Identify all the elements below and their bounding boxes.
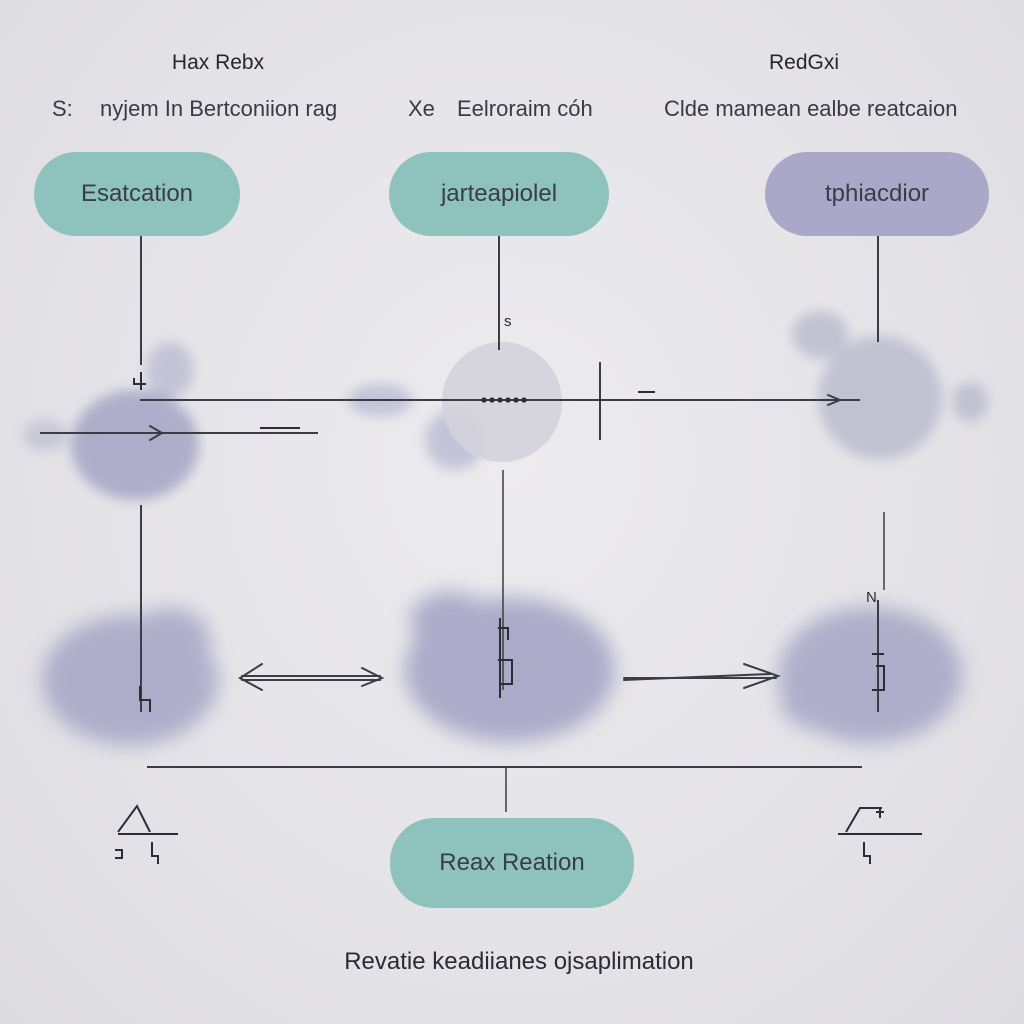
right-arrow	[623, 663, 782, 689]
left-small-glyph	[115, 849, 123, 859]
middle-node-circle	[442, 342, 562, 462]
right-small-glyph	[863, 842, 871, 864]
corner-symbols	[115, 804, 922, 864]
pill-bottom: Reax Reation	[390, 818, 634, 908]
pill-middle-label: jarteapiolel	[440, 180, 558, 207]
cloud-lower-right	[778, 607, 962, 743]
right-plus-glyph	[876, 808, 884, 818]
glyph-left-upper	[133, 372, 146, 390]
glyph-marks	[133, 372, 885, 712]
right-heading: RedGxi	[768, 51, 840, 74]
left-small-glyph-b	[151, 842, 159, 864]
left-triangle-symbol	[117, 804, 151, 833]
diagram-caption: Revatie keadiianes ojsaplimation	[344, 948, 694, 975]
middle-node-dots	[481, 397, 527, 403]
middle-subtitle: Eelroraim cóh	[457, 96, 593, 121]
right-subtitle: Clde mamean ealbe reatcaion	[664, 96, 958, 121]
left-subtitle-prefix: S:	[52, 96, 73, 121]
right-angle-symbol	[845, 807, 882, 833]
pill-middle: jarteapiolel	[389, 152, 609, 236]
middle-subtitle-prefix: Xe	[408, 96, 435, 121]
right-n-mark: N	[866, 589, 877, 606]
glyph-left-lower	[139, 686, 151, 712]
arrowhead-left-horizontal	[149, 425, 164, 441]
pill-right-label: tphiacdior	[824, 180, 930, 207]
cloud-lower-middle	[405, 592, 615, 742]
cloud-upper-right	[792, 311, 988, 460]
pill-bottom-label: Reax Reation	[439, 849, 585, 876]
arrowhead-upper-right	[827, 394, 843, 406]
cloud-upper-left	[23, 342, 199, 500]
double-arrow	[238, 663, 385, 691]
middle-s-mark: s	[504, 313, 512, 330]
pill-left: Esatcation	[34, 152, 240, 236]
pill-left-label: Esatcation	[80, 180, 194, 207]
glyph-middle-lower	[498, 618, 513, 698]
arrowheads	[149, 394, 843, 441]
left-heading: Hax Rebx	[171, 51, 265, 74]
cloud-lower-left	[42, 608, 218, 745]
glyph-right-lower	[872, 653, 885, 691]
pill-right: tphiacdior	[765, 152, 989, 236]
left-subtitle: nyjem In Bertconiion rag	[100, 96, 338, 121]
